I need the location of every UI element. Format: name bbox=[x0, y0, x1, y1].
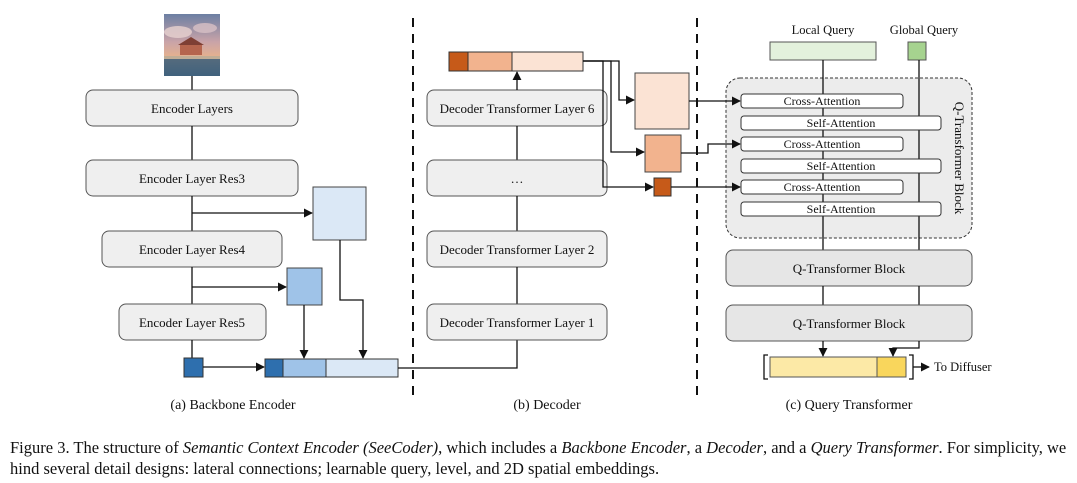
backbone-to-decoder-line bbox=[398, 340, 518, 369]
global-query-label: Global Query bbox=[890, 23, 959, 37]
self-attention-2-label: Self-Attention bbox=[807, 159, 876, 173]
encoder-layer-res3: Encoder Layer Res3 bbox=[85, 159, 299, 197]
output-query-bar bbox=[763, 354, 914, 380]
decoder-layer-6: Decoder Transformer Layer 6 bbox=[426, 89, 608, 127]
backbone-subcaption: (a) Backbone Encoder bbox=[170, 398, 295, 413]
global-output-arrow bbox=[888, 341, 920, 357]
cross-attention-3-label: Cross-Attention bbox=[784, 180, 861, 194]
q-transformer-block-2: Q-Transformer Block bbox=[725, 249, 973, 287]
self-attention-1-label: Self-Attention bbox=[807, 116, 876, 130]
decoder-large-feature-square bbox=[634, 72, 690, 130]
caption-text: , and a bbox=[762, 438, 811, 457]
caption-text: . For simplicity, we hind several detail… bbox=[10, 438, 1067, 478]
q-transformer-block-3-label: Q-Transformer Block bbox=[793, 316, 906, 331]
decoder-layer-ellipsis: … bbox=[426, 159, 608, 197]
caption-query-transformer: Query Transformer bbox=[810, 438, 939, 457]
decoder-output-feature-bar bbox=[448, 51, 584, 72]
decoder-layer-2-label: Decoder Transformer Layer 2 bbox=[440, 242, 595, 257]
split-line-small bbox=[583, 60, 654, 192]
res4-feature-square bbox=[286, 267, 323, 306]
encoder-layer-res3-label: Encoder Layer Res3 bbox=[139, 171, 245, 186]
decoder-layer-1-label: Decoder Transformer Layer 1 bbox=[440, 315, 595, 330]
caption-text: , which includes a bbox=[438, 438, 562, 457]
self-attention-3: Self-Attention bbox=[740, 201, 942, 217]
decoder-small-feature-square bbox=[653, 177, 672, 197]
cross-attention-1: Cross-Attention bbox=[740, 93, 904, 109]
to-diffuser-label: To Diffuser bbox=[934, 360, 992, 374]
q-transformer-block-2-label: Q-Transformer Block bbox=[793, 261, 906, 276]
res3-feature-square bbox=[312, 186, 367, 241]
cross-attention-3: Cross-Attention bbox=[740, 179, 904, 195]
decoder-ellipsis-label: … bbox=[511, 171, 524, 186]
cross-attention-2: Cross-Attention bbox=[740, 136, 904, 152]
cross-attention-2-label: Cross-Attention bbox=[784, 137, 861, 151]
decoder-mid-feature-square bbox=[644, 134, 682, 173]
q-transformer-block-3: Q-Transformer Block bbox=[725, 304, 973, 342]
figure-caption: Figure 3. The structure of Semantic Cont… bbox=[10, 437, 1070, 479]
q-transformer-block-title: Q-Transformer Block bbox=[952, 102, 967, 215]
caption-backbone-encoder: Backbone Encoder bbox=[561, 438, 687, 457]
encoder-layers: Encoder Layers bbox=[85, 89, 299, 127]
encoder-layer-res4-label: Encoder Layer Res4 bbox=[139, 242, 246, 257]
self-attention-3-label: Self-Attention bbox=[807, 202, 876, 216]
encoder-layer-res5: Encoder Layer Res5 bbox=[118, 303, 267, 341]
self-attention-2: Self-Attention bbox=[740, 158, 942, 174]
encoder-layer-res4: Encoder Layer Res4 bbox=[101, 230, 283, 268]
decoder-layer-2: Decoder Transformer Layer 2 bbox=[426, 230, 608, 268]
input-image bbox=[164, 14, 220, 76]
caption-text: , a bbox=[686, 438, 707, 457]
query-transformer-subcaption: (c) Query Transformer bbox=[786, 398, 913, 413]
res3-down-arrow bbox=[339, 240, 368, 359]
decoder-subcaption: (b) Decoder bbox=[513, 398, 581, 413]
local-query-label: Local Query bbox=[792, 23, 856, 37]
res5-feature-square bbox=[183, 357, 204, 378]
encoder-layers-label: Encoder Layers bbox=[151, 101, 233, 116]
cross-attention-1-label: Cross-Attention bbox=[784, 94, 861, 108]
decoder-layer-1: Decoder Transformer Layer 1 bbox=[426, 303, 608, 341]
caption-prefix: Figure 3. The structure of bbox=[10, 438, 183, 457]
decoder-layer-6-label: Decoder Transformer Layer 6 bbox=[440, 101, 595, 116]
global-query-box bbox=[907, 41, 927, 61]
multiscale-feature-bar bbox=[264, 358, 399, 378]
encoder-layer-res5-label: Encoder Layer Res5 bbox=[139, 315, 245, 330]
mid-feature-to-cross-attention bbox=[681, 139, 741, 154]
caption-seecoder: Semantic Context Encoder (SeeCoder) bbox=[182, 438, 439, 457]
caption-decoder: Decoder bbox=[706, 438, 763, 457]
local-query-box bbox=[769, 41, 877, 61]
self-attention-1: Self-Attention bbox=[740, 115, 942, 131]
landscape-image-icon bbox=[164, 14, 220, 76]
